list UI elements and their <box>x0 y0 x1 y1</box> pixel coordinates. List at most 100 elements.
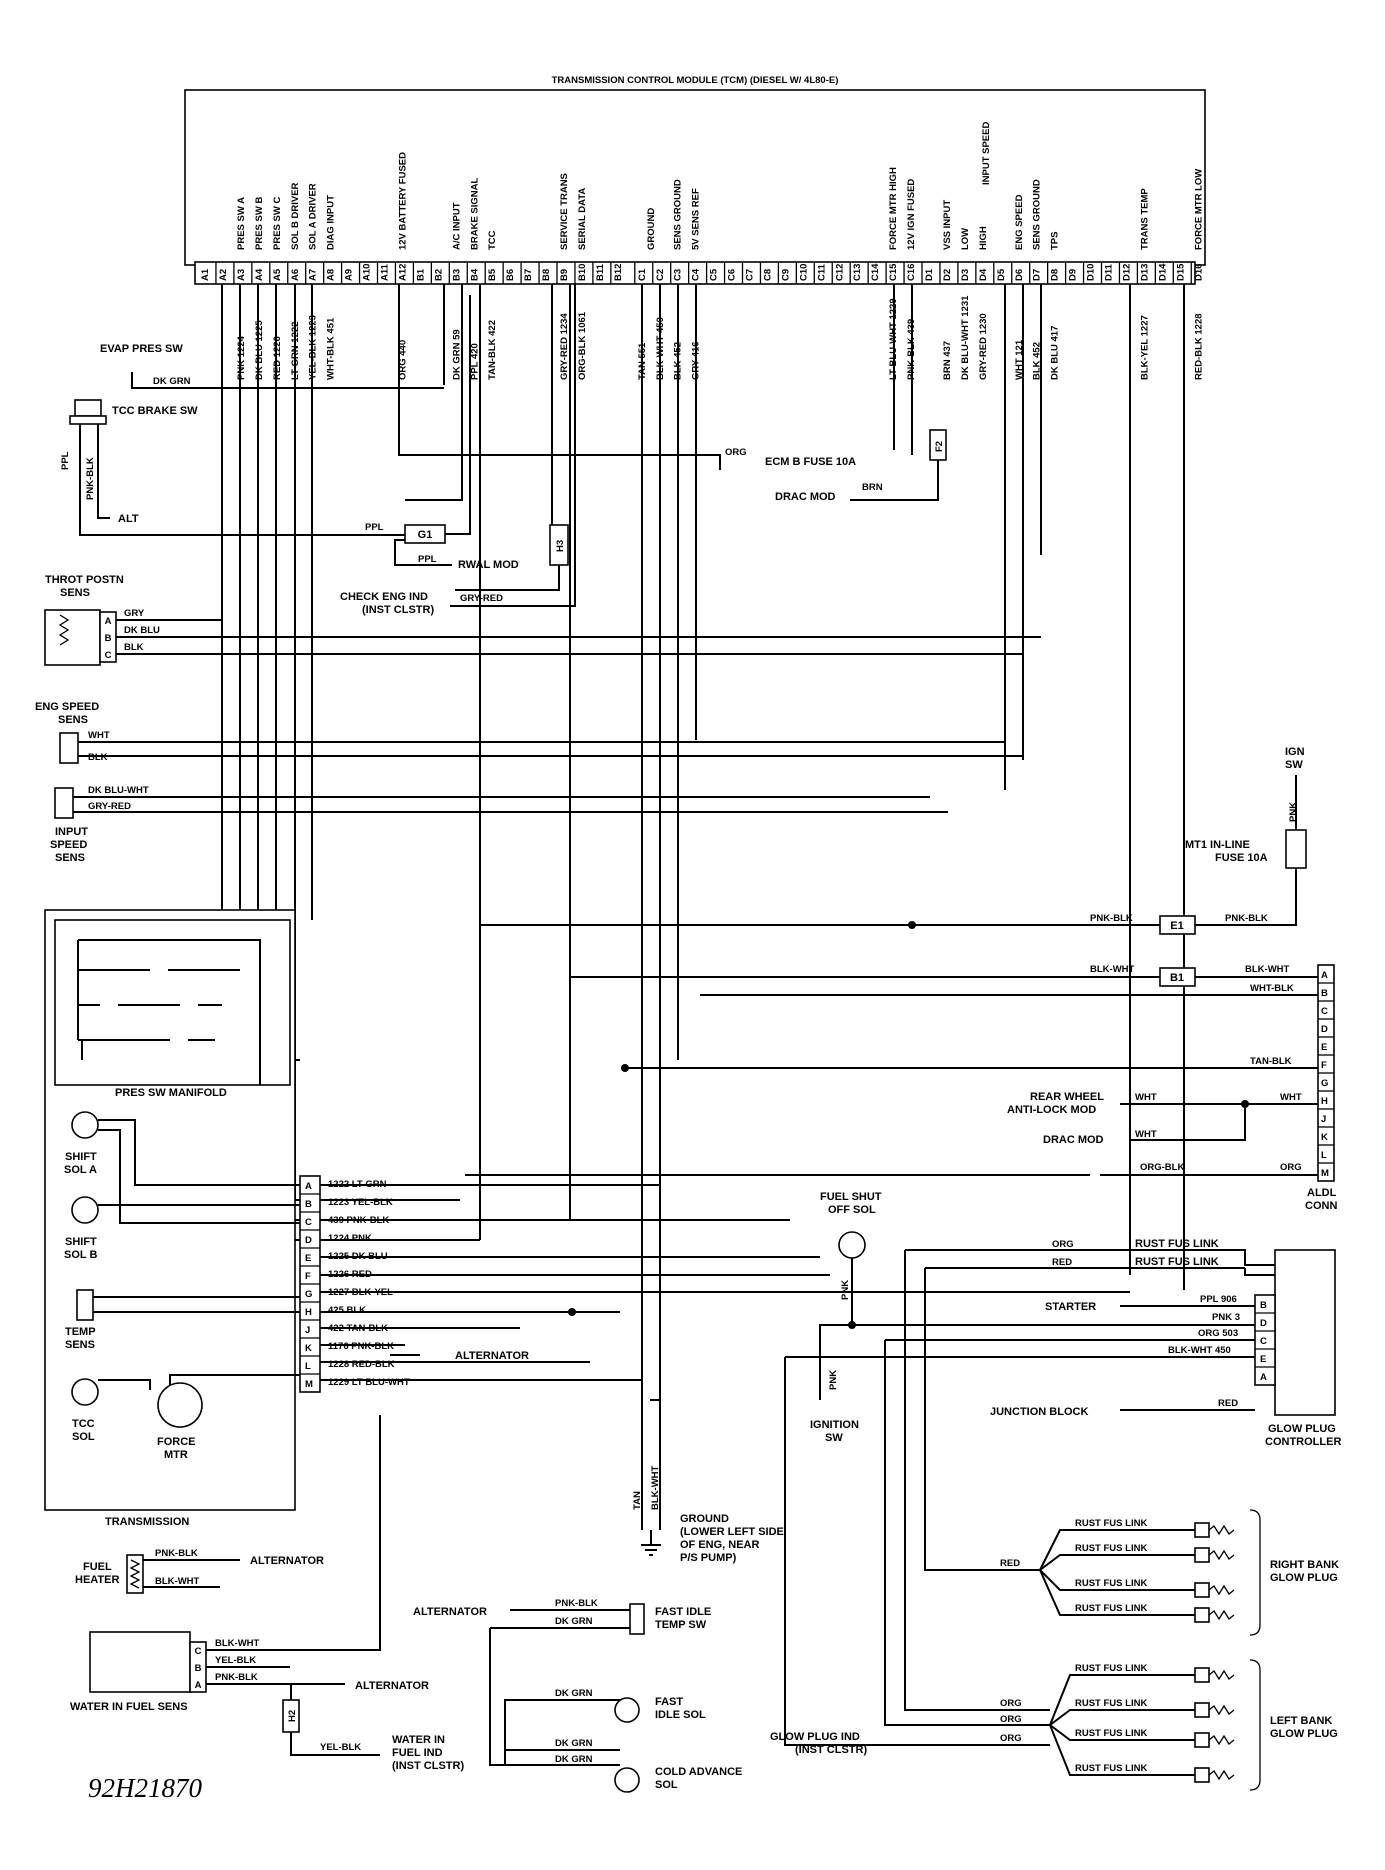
gp-pin-c: C <box>1260 1336 1267 1347</box>
tcm-pin-c10: C10 <box>798 264 809 281</box>
ground: TAN BLK-WHT GROUND (LOWER LEFT SIDE OF E… <box>632 1380 784 1564</box>
tcm-func-b4: BRAKE SIGNAL <box>469 177 480 250</box>
tcm-wire-d7: BLK 452 <box>1032 342 1043 380</box>
svg-text:PNK: PNK <box>1288 802 1299 822</box>
tcc-sol: TCC SOL <box>71 1378 151 1443</box>
svg-text:STARTER: STARTER <box>1045 1301 1096 1313</box>
tcc-brake-sw: TCC BRAKE SW PPL PNK-BLK ALT PPL <box>60 399 405 536</box>
force-mtr: FORCE MTR <box>157 1374 300 1461</box>
tcm-wire-b4: PPL 420 <box>469 343 480 380</box>
svg-text:BLK-WHT: BLK-WHT <box>650 1465 661 1510</box>
svg-text:ALTERNATOR: ALTERNATOR <box>250 1555 324 1567</box>
svg-text:B1: B1 <box>1170 972 1184 984</box>
tcm-pin-a4: A4 <box>254 268 265 281</box>
tcc-brake-label: TCC BRAKE SW <box>112 405 198 417</box>
svg-text:PRES SW MANIFOLD: PRES SW MANIFOLD <box>115 1087 227 1099</box>
svg-text:RUST FUS LINK: RUST FUS LINK <box>1135 1238 1219 1250</box>
svg-text:FUEL IND: FUEL IND <box>392 1747 443 1759</box>
trans-pin-f: F <box>305 1271 311 1282</box>
svg-text:DK BLU-WHT: DK BLU-WHT <box>88 785 149 796</box>
svg-text:YEL-BLK: YEL-BLK <box>320 1742 361 1753</box>
tcm-wire-d3: DK BLU-WHT 1231 <box>960 295 971 380</box>
svg-text:SOL A: SOL A <box>64 1164 97 1176</box>
pres-sw-manifold <box>54 919 291 1086</box>
b1-splice: B1 BLK-WHT BLK-WHT <box>570 964 1318 987</box>
tcm-func-d3_d4: INPUT SPEED <box>981 122 992 185</box>
f2-fuse: F2 <box>850 429 947 501</box>
trans-wire-m: 1229 LT BLU-WHT <box>328 1377 410 1388</box>
aldl-pin-g: G <box>1321 1078 1328 1089</box>
svg-text:B: B <box>195 1663 202 1674</box>
tcm-wire-a7: YEL-BLK 1223 <box>308 315 319 380</box>
tcm-wire-d8: DK BLU 417 <box>1050 326 1061 380</box>
tcm-pin-c6: C6 <box>727 269 738 281</box>
aldl-pin-l: L <box>1321 1150 1327 1161</box>
tcm-wire-a8: WHT-BLK 451 <box>326 317 337 380</box>
tcm-func-a12: 12V BATTERY FUSED <box>397 152 408 250</box>
tcm-pin-c15: C15 <box>888 263 899 281</box>
svg-text:YEL-BLK: YEL-BLK <box>215 1655 256 1666</box>
svg-text:PPL: PPL <box>365 522 384 533</box>
svg-text:BLK: BLK <box>88 752 108 763</box>
svg-text:THROT POSTN: THROT POSTN <box>45 574 124 586</box>
svg-text:MT1 IN-LINE: MT1 IN-LINE <box>1185 839 1250 851</box>
glow-plug <box>1194 1667 1210 1683</box>
h3-splice: H3 <box>455 524 569 591</box>
tcm-pin-d15: D15 <box>1175 263 1186 281</box>
svg-text:ENG SPEED: ENG SPEED <box>35 701 99 713</box>
eng-speed-sens: ENG SPEED SENS WHT BLK <box>35 701 1023 764</box>
trans-conn-runs <box>320 1184 1130 1381</box>
tcm-func-d16: FORCE MTR LOW <box>1193 169 1204 250</box>
tcm-body <box>184 89 1206 266</box>
svg-text:PPL 906: PPL 906 <box>1200 1294 1237 1305</box>
tcm-pin-d8: D8 <box>1050 269 1061 281</box>
svg-text:PNK-BLK: PNK-BLK <box>1225 913 1268 924</box>
svg-text:DK GRN: DK GRN <box>555 1754 593 1765</box>
svg-text:ORG: ORG <box>725 447 747 458</box>
svg-text:PPL: PPL <box>60 451 71 470</box>
tcm-func-c3: SENS GROUND <box>673 179 684 250</box>
shift-sol-a: SHIFT SOL A <box>64 1111 300 1224</box>
svg-text:PNK-BLK: PNK-BLK <box>555 1598 598 1609</box>
tcm-wire-d6: WHT 121 <box>1014 339 1025 380</box>
svg-text:TAN: TAN <box>632 1491 643 1510</box>
tcm-wire-b9: GRY-RED 1234 <box>559 313 570 380</box>
svg-text:GLOW PLUG: GLOW PLUG <box>1268 1423 1336 1435</box>
svg-text:GRY: GRY <box>124 608 145 619</box>
tcm-pin-b5: B5 <box>487 268 498 281</box>
aldl-pin-a: A <box>1321 970 1328 981</box>
svg-text:FUEL: FUEL <box>83 1561 112 1573</box>
tcm-pin-d2: D2 <box>942 269 953 281</box>
svg-text:GLOW PLUG: GLOW PLUG <box>1270 1728 1338 1740</box>
tcm-pin-b6: B6 <box>505 269 516 281</box>
tcm-pin-d13: D13 <box>1139 264 1150 281</box>
rust-fus-link-0: RUST FUS LINK <box>1075 1663 1147 1674</box>
svg-text:(INST CLSTR): (INST CLSTR) <box>795 1744 867 1756</box>
svg-text:ORG 503: ORG 503 <box>1198 1328 1238 1339</box>
tcm-pin-a8: A8 <box>326 269 337 281</box>
rust-fus-link-3: RUST FUS LINK <box>1075 1763 1147 1774</box>
svg-text:WATER IN: WATER IN <box>392 1734 445 1746</box>
svg-text:TAN-BLK: TAN-BLK <box>1250 1056 1292 1067</box>
svg-text:IGN: IGN <box>1285 746 1305 758</box>
svg-text:RIGHT BANK: RIGHT BANK <box>1270 1559 1339 1571</box>
tcm-pin-d16: D16 <box>1193 264 1204 281</box>
fast-idle-temp-sw: ALTERNATOR PNK-BLK DK GRN FAST IDLE TEMP… <box>413 1598 711 1766</box>
fuel-shut-off-sol: FUEL SHUT OFF SOL PNK <box>819 1191 1255 1400</box>
svg-text:TCC: TCC <box>72 1418 95 1430</box>
svg-text:RUST FUS LINK: RUST FUS LINK <box>1135 1256 1219 1268</box>
tcm-pin-b7: B7 <box>523 269 534 281</box>
tcm-pin-c4: C4 <box>691 268 702 281</box>
svg-text:ECM B FUSE 10A: ECM B FUSE 10A <box>765 456 856 468</box>
glow-plug <box>1194 1582 1210 1598</box>
svg-text:INPUT: INPUT <box>55 826 88 838</box>
tcm-pin-c1: C1 <box>637 268 648 281</box>
aldl-pin-k: K <box>1321 1132 1328 1143</box>
tcm-func-c16: 12V IGN FUSED <box>906 179 917 250</box>
tcm-pin-a1: A1 <box>200 268 211 281</box>
fuel-heater: FUEL HEATER PNK-BLK BLK-WHT ALTERNATOR <box>75 1548 324 1594</box>
tcm-pin-c12: C12 <box>834 264 845 281</box>
aldl-pin-b: B <box>1321 988 1328 999</box>
